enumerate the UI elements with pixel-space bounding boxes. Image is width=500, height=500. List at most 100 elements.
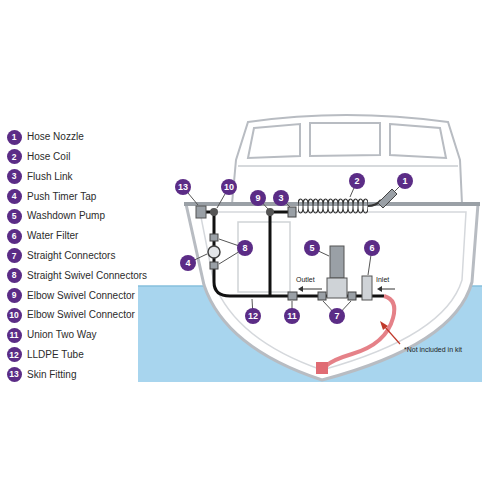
flow-label: Inlet: [376, 276, 389, 284]
callout-number: 9: [250, 190, 266, 206]
list-number: 5: [7, 209, 22, 224]
list-number: 7: [7, 248, 22, 263]
part-name: Skin Fitting: [27, 369, 76, 381]
straight-connector: [318, 292, 326, 300]
number-text: 5: [309, 244, 314, 253]
console: [238, 222, 290, 292]
part-name: Push Timer Tap: [27, 191, 96, 203]
number-text: 2: [12, 153, 17, 162]
skin-fitting: [196, 206, 206, 218]
part-name: Washdown Pump: [27, 210, 105, 222]
flow-arrow: [381, 289, 395, 290]
callout-number: 7: [329, 308, 345, 324]
list-number: 2: [7, 149, 22, 164]
part-name: Flush Link: [27, 171, 73, 183]
number-text: 1: [402, 177, 407, 186]
callout-number: 5: [304, 240, 320, 256]
swivel-connector: [210, 234, 218, 241]
callout-number: 1: [397, 173, 413, 189]
number-text: 8: [12, 271, 17, 280]
cabin: [232, 115, 462, 204]
number-text: 6: [369, 244, 374, 253]
list-number: 13: [7, 367, 22, 382]
straight-connector: [348, 292, 356, 300]
part-name: Hose Coil: [27, 151, 70, 163]
number-text: 9: [12, 291, 17, 300]
number-text: 4: [185, 259, 190, 268]
part-name: Water Filter: [27, 230, 78, 242]
callout-number: 4: [180, 255, 196, 271]
part-name: Straight Swivel Connectors: [27, 270, 147, 282]
callout-number: 10: [221, 179, 237, 195]
number-text: 1: [12, 133, 17, 142]
part-name: Straight Connectors: [27, 250, 115, 262]
swivel-connector: [210, 262, 218, 269]
arrow-head: [380, 321, 388, 330]
arrow-head: [298, 286, 303, 292]
intake-fitting: [316, 362, 328, 374]
callout-number: 8: [237, 240, 253, 256]
number-text: 9: [255, 194, 260, 203]
number-text: 7: [334, 312, 339, 321]
list-number: 4: [7, 189, 22, 204]
window: [310, 123, 380, 156]
hose-coil: [298, 197, 368, 215]
number-text: 3: [12, 172, 17, 181]
number-text: 10: [9, 311, 18, 320]
timer-tap: [208, 246, 220, 258]
union: [288, 292, 297, 300]
number-text: 3: [278, 194, 283, 203]
hull: [186, 204, 478, 380]
elbow-connector: [266, 208, 274, 216]
cabin-line: [238, 165, 458, 167]
list-number: 6: [7, 229, 22, 244]
flow-label: Outlet: [296, 276, 315, 284]
list-number: 1: [7, 130, 22, 145]
window: [248, 124, 300, 158]
list-number: 9: [7, 288, 22, 303]
number-text: 2: [354, 177, 359, 186]
number-text: 7: [12, 252, 17, 261]
number-text: 11: [287, 312, 297, 321]
number-text: 5: [12, 212, 17, 221]
part-name: LLDPE Tube: [27, 349, 84, 361]
elbow-connector: [210, 208, 218, 216]
list-number: 11: [7, 328, 22, 343]
callout-number: 13: [175, 179, 191, 195]
callout-number: 2: [349, 173, 365, 189]
number-text: 6: [12, 232, 17, 241]
part-name: Union Two Way: [27, 329, 96, 341]
flow-arrow: [301, 289, 322, 290]
pump-motor: [330, 246, 344, 278]
hose-nozzle: [378, 189, 397, 208]
callout-number: 6: [364, 240, 380, 256]
part-name: Elbow Swivel Connector: [27, 290, 135, 302]
arrow-head: [377, 286, 382, 292]
part-name: Hose Nozzle: [27, 131, 84, 143]
number-text: 4: [12, 192, 17, 201]
flush-link: [288, 207, 296, 217]
list-number: 10: [7, 308, 22, 323]
number-text: 11: [10, 331, 19, 340]
lldpe-tube: [206, 212, 327, 296]
lldpe-tube: [270, 212, 296, 296]
list-number: 3: [7, 169, 22, 184]
water-filter: [362, 276, 372, 300]
number-text: 12: [9, 351, 18, 360]
window: [390, 124, 446, 158]
leader-lines: [183, 181, 405, 316]
part-name: Elbow Swivel Connector: [27, 309, 135, 321]
number-text: 12: [248, 312, 258, 321]
list-number: 12: [7, 347, 22, 362]
number-text: 8: [242, 244, 247, 253]
list-number: 8: [7, 268, 22, 283]
pump-head: [327, 278, 347, 298]
number-text: 13: [9, 370, 18, 379]
note-arrow: [385, 327, 400, 344]
note-text: *Not included in kit: [404, 346, 462, 354]
intake-hose: [326, 296, 394, 366]
hull-inner: [200, 212, 466, 370]
number-text: 13: [178, 183, 188, 192]
number-text: 10: [224, 183, 234, 192]
